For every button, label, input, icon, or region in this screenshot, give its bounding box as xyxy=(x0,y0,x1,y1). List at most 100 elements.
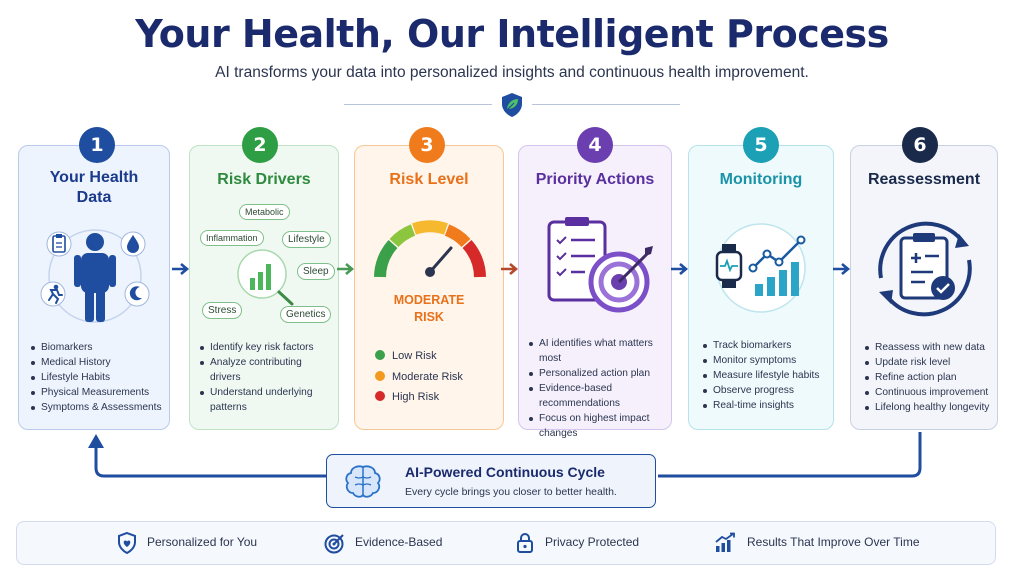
step-badge-4: 4 xyxy=(577,127,613,163)
step-card-monitoring: Monitoring Track biomarkers Monitor symp… xyxy=(688,145,834,430)
bullet: Reassess with new data xyxy=(865,340,989,355)
target-icon xyxy=(324,534,344,554)
bullet: Continuous improvement xyxy=(865,385,989,400)
blood-drop-icon xyxy=(120,231,146,257)
flow-arrow-icon xyxy=(671,263,689,275)
legend-label: Moderate Risk xyxy=(392,371,463,383)
risk-tag-genetics: Genetics xyxy=(280,306,332,323)
step-title-line2: Data xyxy=(76,189,112,206)
health-data-illustration xyxy=(40,229,150,323)
header-divider-right xyxy=(532,104,680,105)
lock-icon xyxy=(517,533,533,553)
flow-arrow-icon xyxy=(501,263,519,275)
legend-label: Low Risk xyxy=(392,350,437,362)
bullet-continuation: changes xyxy=(539,428,578,439)
clipboard-icon xyxy=(46,231,72,257)
bullet: Physical Measurements xyxy=(31,385,162,400)
step-title: Risk Drivers xyxy=(217,171,311,188)
shield-leaf-icon xyxy=(502,93,522,117)
clipboard-target-icon xyxy=(547,217,653,313)
moon-icon xyxy=(124,281,150,307)
step-bullets: AI identifies what matters most Personal… xyxy=(529,336,671,441)
step-badge-5: 5 xyxy=(743,127,779,163)
page-subtitle: AI transforms your data into personalize… xyxy=(215,64,809,81)
gauge-label-line2: RISK xyxy=(414,310,444,324)
bullet: Lifestyle Habits xyxy=(31,370,162,385)
footer-bar: Personalized for You Evidence-Based Priv… xyxy=(16,521,996,565)
bullet: Monitor symptoms xyxy=(703,353,819,368)
bullet: Identify key risk factors xyxy=(200,340,314,355)
risk-tag-stress: Stress xyxy=(202,302,243,319)
bullet: Analyze contributing xyxy=(200,355,314,370)
legend-dot xyxy=(375,350,385,360)
brain-icon xyxy=(345,465,381,498)
step-card-risk-drivers: Risk Drivers Metabolic Inflammation Life… xyxy=(189,145,339,430)
bullet: Evidence-based xyxy=(529,381,671,396)
step-bullets: Reassess with new data Update risk level… xyxy=(865,340,989,415)
monitoring-icon xyxy=(715,223,806,313)
gauge-label: MODERATE RISK xyxy=(355,292,503,326)
step-title: Reassessment xyxy=(867,171,981,188)
step-badge-6: 6 xyxy=(902,127,938,163)
bullet: Medical History xyxy=(31,355,162,370)
step-card-priority-actions: Priority Actions AI identifies what matt… xyxy=(518,145,672,439)
risk-legend-low: Low Risk xyxy=(375,350,437,362)
flow-arrow-icon xyxy=(833,263,851,275)
page-title: Your Health, Our Intelligent Process xyxy=(135,12,889,56)
risk-tag-lifestyle: Lifestyle xyxy=(282,231,331,248)
risk-legend-high: High Risk xyxy=(375,391,439,403)
legend-dot xyxy=(375,391,385,401)
person-icon xyxy=(74,233,116,322)
flow-arrow-icon xyxy=(172,263,190,275)
header-divider-left xyxy=(344,104,492,105)
footer-item-results: Results That Improve Over Time xyxy=(747,535,920,549)
bullet: Measure lifestyle habits xyxy=(703,368,819,383)
bullet: Real-time insights xyxy=(703,398,819,413)
risk-tag-metabolic: Metabolic xyxy=(239,204,290,220)
bullet: Track biomarkers xyxy=(703,338,819,353)
bullet: Biomarkers xyxy=(31,340,162,355)
bullet: Lifelong healthy longevity xyxy=(865,400,989,415)
runner-icon xyxy=(40,281,66,307)
step-card-risk-level: Risk Level MODERATE RISK xyxy=(354,145,504,430)
step-bullets: Track biomarkers Monitor symptoms Measur… xyxy=(703,338,819,413)
bullet-continuation: patterns xyxy=(210,402,247,413)
footer-item-personalized: Personalized for You xyxy=(147,535,258,549)
step-card-health-data: Your Health Data xyxy=(18,145,170,430)
cycle-subtitle: Every cycle brings you closer to better … xyxy=(405,486,617,498)
gauge-label-line1: MODERATE xyxy=(393,293,465,307)
risk-gauge-icon xyxy=(374,220,486,278)
bullet: Personalized action plan xyxy=(529,366,671,381)
step-title: Monitoring xyxy=(719,171,803,188)
bullet: AI identifies what matters most xyxy=(529,336,671,366)
continuous-cycle-box: AI-Powered Continuous Cycle Every cycle … xyxy=(326,454,656,508)
step-card-reassessment: Reassessment Reassess with new data Upda… xyxy=(850,145,998,430)
bullet-continuation: drivers xyxy=(210,372,241,383)
step-badge-1: 1 xyxy=(79,127,115,163)
bullet: Symptoms & Assessments xyxy=(31,400,162,415)
magnifier-chart-icon xyxy=(237,249,294,306)
step-bullets: Identify key risk factors Analyze contri… xyxy=(200,340,314,415)
risk-tag-sleep: Sleep xyxy=(297,263,335,280)
legend-dot xyxy=(375,371,385,381)
bullet: Update risk level xyxy=(865,355,989,370)
step-badge-3: 3 xyxy=(409,127,445,163)
risk-legend-moderate: Moderate Risk xyxy=(375,371,463,383)
bullet: Focus on highest impact xyxy=(529,411,671,426)
step-title: Priority Actions xyxy=(535,171,655,188)
cycle-title: AI-Powered Continuous Cycle xyxy=(405,464,605,480)
step-bullets: Biomarkers Medical History Lifestyle Hab… xyxy=(31,340,162,415)
flow-arrow-icon xyxy=(337,263,355,275)
bullet-continuation: recommendations xyxy=(539,398,620,409)
shield-heart-icon xyxy=(118,531,136,555)
legend-label: High Risk xyxy=(392,391,440,403)
footer-item-evidence: Evidence-Based xyxy=(355,535,443,549)
bullet: Understand underlying xyxy=(200,385,314,400)
risk-tag-inflammation: Inflammation xyxy=(200,230,264,246)
growth-chart-icon xyxy=(715,532,735,552)
footer-item-privacy: Privacy Protected xyxy=(545,535,640,549)
bullet: Refine action plan xyxy=(865,370,989,385)
step-title: Risk Level xyxy=(389,171,469,188)
bullet: Observe progress xyxy=(703,383,819,398)
step-title-line1: Your Health xyxy=(49,169,139,186)
